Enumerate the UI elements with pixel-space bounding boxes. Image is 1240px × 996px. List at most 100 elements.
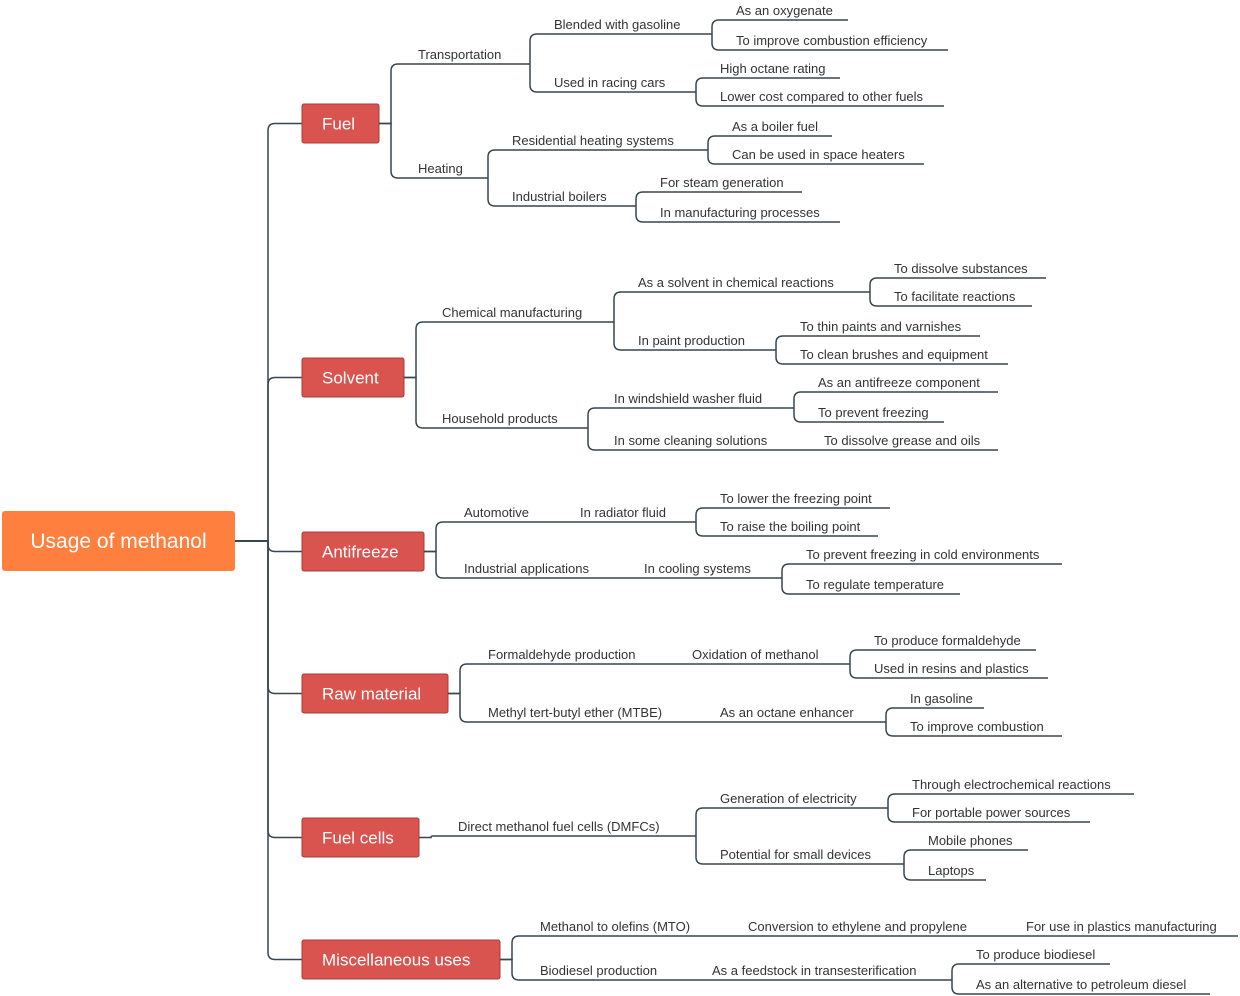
level4-connector bbox=[707, 150, 924, 165]
level3-label[interactable]: Conversion to ethylene and propylene bbox=[748, 919, 967, 934]
level2-label[interactable]: Methyl tert-butyl ether (MTBE) bbox=[488, 705, 662, 720]
level3-label[interactable]: Generation of electricity bbox=[720, 791, 857, 806]
level2-label[interactable]: Direct methanol fuel cells (DMFCs) bbox=[458, 819, 660, 834]
level4-label[interactable]: Used in resins and plastics bbox=[874, 661, 1029, 676]
level3-connector bbox=[487, 149, 708, 178]
level3-connector bbox=[487, 178, 636, 207]
level3-connector bbox=[613, 291, 870, 322]
level4-label[interactable]: Laptops bbox=[928, 863, 975, 878]
level2-connector bbox=[419, 835, 696, 839]
level4-label[interactable]: To raise the boiling point bbox=[720, 519, 861, 534]
level2-label[interactable]: Automotive bbox=[464, 505, 529, 520]
level4-label[interactable]: To thin paints and varnishes bbox=[800, 319, 962, 334]
level4-connector bbox=[903, 849, 1028, 864]
level4-connector bbox=[695, 522, 878, 537]
level4-connector bbox=[887, 793, 1134, 808]
level2-label[interactable]: Heating bbox=[418, 161, 463, 176]
level4-connector bbox=[711, 34, 948, 51]
root-branch-connector bbox=[235, 376, 302, 542]
level4-label[interactable]: To clean brushes and equipment bbox=[800, 347, 988, 362]
level4-label[interactable]: As an alternative to petroleum diesel bbox=[976, 977, 1186, 992]
level4-label[interactable]: To prevent freezing in cold environments bbox=[806, 547, 1040, 562]
level3-connector bbox=[587, 407, 794, 428]
level2-connector bbox=[404, 376, 588, 429]
level4-label[interactable]: Lower cost compared to other fuels bbox=[720, 89, 924, 104]
level3-label[interactable]: In some cleaning solutions bbox=[614, 433, 768, 448]
level4-label[interactable]: To improve combustion efficiency bbox=[736, 33, 928, 48]
branch-label: Miscellaneous uses bbox=[322, 951, 470, 970]
level3-label[interactable]: Potential for small devices bbox=[720, 847, 872, 862]
level2-connector bbox=[379, 63, 530, 125]
level3-label[interactable]: Used in racing cars bbox=[554, 75, 666, 90]
root-node[interactable] bbox=[2, 511, 235, 571]
level2-label[interactable]: Industrial applications bbox=[464, 561, 590, 576]
level4-connector bbox=[849, 664, 1048, 679]
branch-label: Fuel cells bbox=[322, 829, 394, 848]
level4-label[interactable]: For portable power sources bbox=[912, 805, 1071, 820]
level3-label[interactable]: As a feedstock in transesterification bbox=[712, 963, 917, 978]
level4-label[interactable]: As an antifreeze component bbox=[818, 375, 980, 390]
level4-label[interactable]: Mobile phones bbox=[928, 833, 1013, 848]
level3-label[interactable]: As a solvent in chemical reactions bbox=[638, 275, 834, 290]
level4-connector bbox=[635, 191, 802, 206]
level3-connector bbox=[613, 322, 776, 351]
level2-connector bbox=[379, 122, 488, 179]
level4-label[interactable]: In manufacturing processes bbox=[660, 205, 820, 220]
level4-connector bbox=[903, 864, 986, 881]
level2-label[interactable]: Methanol to olefins (MTO) bbox=[540, 919, 690, 934]
level4-connector bbox=[775, 350, 1008, 365]
level2-connector bbox=[448, 663, 688, 695]
level4-label[interactable]: For steam generation bbox=[660, 175, 784, 190]
level4-label[interactable]: For use in plastics manufacturing bbox=[1026, 919, 1217, 934]
level3-label[interactable]: As an octane enhancer bbox=[720, 705, 854, 720]
level4-label[interactable]: In gasoline bbox=[910, 691, 973, 706]
branch-label: Solvent bbox=[322, 369, 379, 388]
level4-connector bbox=[695, 92, 944, 107]
level2-label[interactable]: Chemical manufacturing bbox=[442, 305, 582, 320]
level4-label[interactable]: To regulate temperature bbox=[806, 577, 944, 592]
root-branch-connector bbox=[235, 540, 302, 961]
level3-label[interactable]: In radiator fluid bbox=[580, 505, 666, 520]
root-branch-connector bbox=[235, 122, 302, 542]
level4-label[interactable]: To dissolve grease and oils bbox=[824, 433, 981, 448]
level4-label[interactable]: Can be used in space heaters bbox=[732, 147, 905, 162]
level4-connector bbox=[885, 707, 984, 722]
level4-label[interactable]: Through electrochemical reactions bbox=[912, 777, 1111, 792]
level4-connector bbox=[869, 292, 1032, 307]
level4-label[interactable]: To produce formaldehyde bbox=[874, 633, 1021, 648]
level4-label[interactable]: To facilitate reactions bbox=[894, 289, 1016, 304]
level4-connector bbox=[695, 77, 840, 92]
level3-label[interactable]: Blended with gasoline bbox=[554, 17, 680, 32]
level4-label[interactable]: High octane rating bbox=[720, 61, 826, 76]
level3-connector bbox=[529, 33, 712, 64]
level4-connector bbox=[869, 277, 1046, 292]
level4-label[interactable]: To dissolve substances bbox=[894, 261, 1028, 276]
level2-connector bbox=[424, 550, 640, 579]
level3-label[interactable]: In cooling systems bbox=[644, 561, 751, 576]
level4-connector bbox=[781, 578, 960, 595]
level3-label[interactable]: Residential heating systems bbox=[512, 133, 674, 148]
level3-label[interactable]: In windshield washer fluid bbox=[614, 391, 762, 406]
level4-label[interactable]: To produce biodiesel bbox=[976, 947, 1095, 962]
level4-label[interactable]: To improve combustion bbox=[910, 719, 1044, 734]
level4-connector bbox=[793, 391, 998, 408]
branch-label: Raw material bbox=[322, 685, 421, 704]
level4-connector bbox=[707, 135, 832, 150]
level3-label[interactable]: Oxidation of methanol bbox=[692, 647, 819, 662]
level2-connector bbox=[448, 692, 716, 723]
level4-label[interactable]: To lower the freezing point bbox=[720, 491, 872, 506]
level4-label[interactable]: As a boiler fuel bbox=[732, 119, 818, 134]
level4-label[interactable]: As an oxygenate bbox=[736, 3, 833, 18]
level2-label[interactable]: Formaldehyde production bbox=[488, 647, 635, 662]
level2-connector bbox=[424, 521, 576, 553]
level4-label[interactable]: To prevent freezing bbox=[818, 405, 929, 420]
level4-connector bbox=[885, 722, 1062, 737]
level3-label[interactable]: Industrial boilers bbox=[512, 189, 607, 204]
level2-label[interactable]: Biodiesel production bbox=[540, 963, 657, 978]
level2-label[interactable]: Transportation bbox=[418, 47, 501, 62]
level2-label[interactable]: Household products bbox=[442, 411, 558, 426]
level3-connector bbox=[529, 64, 696, 93]
level3-label[interactable]: In paint production bbox=[638, 333, 745, 348]
branch-label: Fuel bbox=[322, 115, 355, 134]
